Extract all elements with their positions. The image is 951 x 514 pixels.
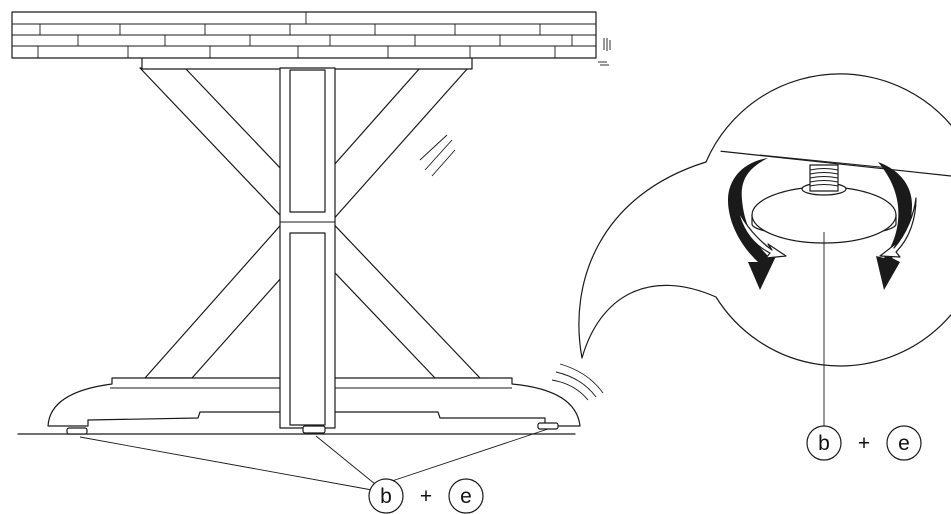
- part-b-badge: b: [806, 425, 842, 461]
- detail-magnifier: [578, 73, 951, 426]
- part-e-label: e: [898, 432, 910, 455]
- part-b-label: b: [818, 432, 830, 455]
- tabletop: [11, 11, 597, 59]
- part-e-badge: e: [886, 425, 922, 461]
- part-e-badge: e: [448, 478, 484, 514]
- plus-sign: +: [420, 485, 432, 508]
- curved-rotation-arrow-icon: [728, 158, 917, 290]
- apron: [141, 56, 473, 70]
- part-b-label: b: [380, 485, 392, 508]
- callout-detail: b + e: [806, 425, 922, 461]
- callout-bottom: b + e: [368, 478, 484, 514]
- part-e-label: e: [460, 485, 472, 508]
- center-column: [279, 67, 336, 429]
- table-illustration: [11, 11, 611, 491]
- callout-leaders: [79, 428, 549, 491]
- plus-sign: +: [858, 432, 870, 455]
- part-b-badge: b: [368, 478, 404, 514]
- leveling-foot-detail: [751, 164, 897, 244]
- motion-lines-icon: [419, 38, 611, 401]
